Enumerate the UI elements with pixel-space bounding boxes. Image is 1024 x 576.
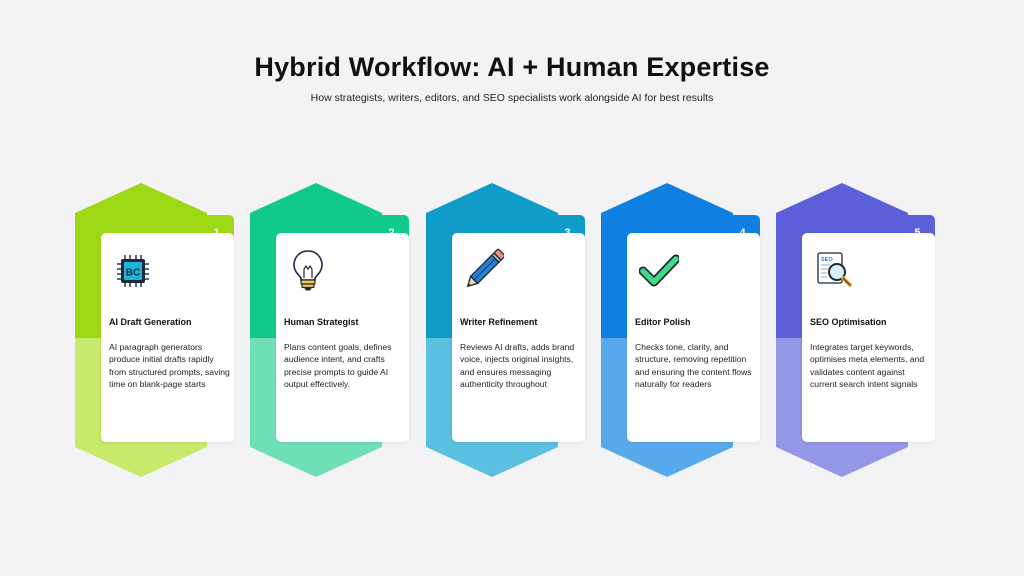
step-number: 1 [213, 227, 219, 239]
step-number: 4 [739, 227, 745, 239]
step-number: 2 [388, 227, 394, 239]
step-card: Human Strategist Plans content goals, de… [276, 233, 409, 442]
step-description: Plans content goals, defines audience in… [284, 342, 392, 390]
page-title: Hybrid Workflow: AI + Human Expertise [254, 52, 770, 82]
step-number: 5 [914, 227, 920, 239]
step-card: Writer Refinement Reviews AI drafts, add… [452, 233, 585, 442]
step-2: 2 Human Strategist Plans content goals, … [250, 183, 420, 477]
step-description: AI paragraph generators produce initial … [109, 342, 230, 390]
checkmark-icon [639, 247, 679, 293]
ai-chip-icon: BC [113, 247, 153, 293]
step-description: Integrates target keywords, optimises me… [810, 342, 925, 390]
step-3: 3 Writer Refinement Reviews AI drafts, a… [426, 183, 596, 477]
step-1: 1 BC AI Draft Generation AI paragraph ge… [75, 183, 245, 477]
step-card: SEO SEO Optimisation Integrates target k… [802, 233, 935, 442]
svg-text:BC: BC [126, 268, 140, 279]
step-title: Human Strategist [284, 317, 359, 327]
lightbulb-icon [288, 247, 328, 293]
step-card: BC AI Draft Generation AI paragraph gene… [101, 233, 234, 442]
step-title: Writer Refinement [460, 317, 538, 327]
pencil-icon [464, 247, 504, 293]
step-description: Checks tone, clarity, and structure, rem… [635, 342, 752, 390]
step-5: 5 SEO SEO Optimisation Integrates target… [776, 183, 946, 477]
step-number: 3 [564, 227, 570, 239]
page-subtitle: How strategists, writers, editors, and S… [310, 92, 714, 104]
step-description: Reviews AI drafts, adds brand voice, inj… [460, 342, 575, 390]
step-card: Editor Polish Checks tone, clarity, and … [627, 233, 760, 442]
step-4: 4 Editor Polish Checks tone, clarity, an… [601, 183, 771, 477]
seo-search-icon: SEO [814, 247, 854, 293]
step-title: SEO Optimisation [810, 317, 887, 327]
step-title: Editor Polish [635, 317, 691, 327]
svg-text:SEO: SEO [821, 257, 833, 263]
step-title: AI Draft Generation [109, 317, 192, 327]
